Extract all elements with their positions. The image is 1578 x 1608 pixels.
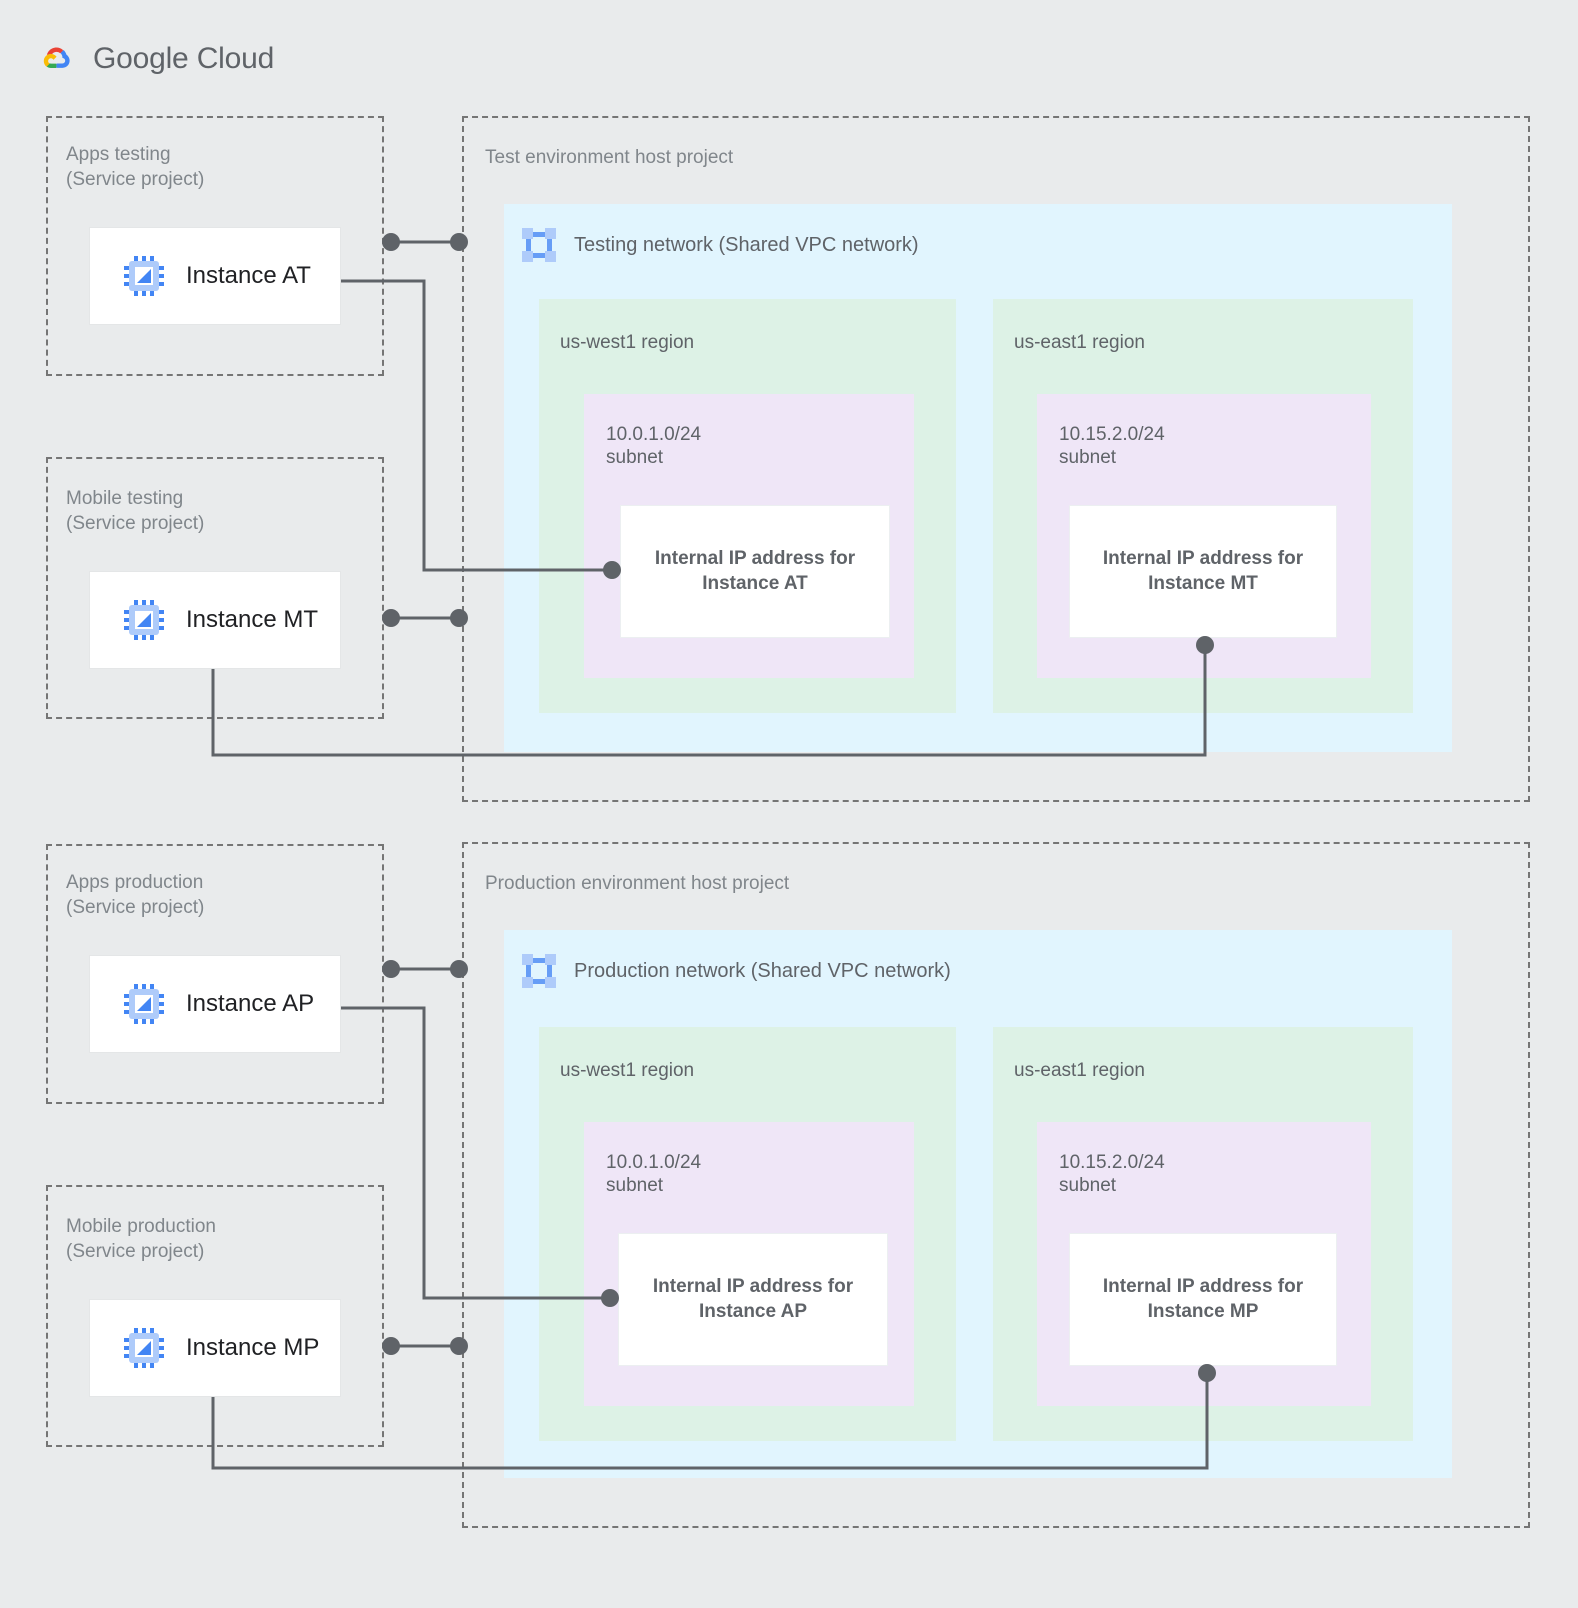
- vpc-network-icon: [522, 228, 556, 262]
- google-cloud-logo-icon: [33, 36, 79, 82]
- vpc-network-testing-title: Testing network (Shared VPC network): [574, 233, 919, 256]
- peering-dot-left-apps-testing: [382, 233, 400, 251]
- peering-dot-left-mobile-testing: [382, 609, 400, 627]
- vm-instance-icon: [124, 1328, 164, 1368]
- instance-card-at[interactable]: Instance AT: [89, 227, 341, 325]
- logo-word-google: Google: [93, 42, 189, 75]
- peering-dot-left-mobile-production: [382, 1337, 400, 1355]
- instance-card-mt[interactable]: Instance MT: [89, 571, 341, 669]
- subnet-prod-us-west1-label: 10.0.1.0/24 subnet: [606, 1152, 702, 1196]
- region-test-us-west1-label: us-west1 region: [560, 332, 695, 353]
- subnet-test-us-west1-label: 10.0.1.0/24 subnet: [606, 424, 702, 468]
- vm-instance-icon: [124, 256, 164, 296]
- ip-box-instance-ap: Internal IP address for Instance AP: [618, 1233, 888, 1366]
- host-project-test-label: Test environment host project: [485, 147, 734, 168]
- instance-ap-label: Instance AP: [186, 990, 315, 1017]
- ip-box-instance-mt-text: Internal IP address for Instance MT: [1102, 547, 1304, 594]
- vpc-network-testing-header: Testing network (Shared VPC network): [522, 228, 919, 262]
- ip-box-instance-mt: Internal IP address for Instance MT: [1069, 505, 1337, 638]
- service-project-apps-testing-label: Apps testing (Service project): [66, 144, 205, 191]
- vpc-network-icon: [522, 954, 556, 988]
- subnet-prod-us-east1-label: 10.15.2.0/24 subnet: [1059, 1152, 1165, 1196]
- ip-box-instance-mp: Internal IP address for Instance MP: [1069, 1233, 1337, 1366]
- service-project-mobile-testing-label: Mobile testing (Service project): [66, 488, 205, 535]
- vpc-network-production-title: Production network (Shared VPC network): [574, 959, 951, 982]
- instance-card-ap[interactable]: Instance AP: [89, 955, 341, 1053]
- instance-card-mp[interactable]: Instance MP: [89, 1299, 341, 1397]
- ip-box-instance-ap-text: Internal IP address for Instance AP: [652, 1275, 854, 1322]
- region-test-us-east1-label: us-east1 region: [1014, 332, 1145, 353]
- instance-mt-label: Instance MT: [186, 606, 319, 633]
- instance-at-label: Instance AT: [186, 262, 311, 289]
- vm-instance-icon: [124, 600, 164, 640]
- vm-instance-icon: [124, 984, 164, 1024]
- ip-box-instance-at-text: Internal IP address for Instance AT: [654, 547, 856, 594]
- region-prod-us-west1-label: us-west1 region: [560, 1060, 695, 1081]
- service-project-apps-production-label: Apps production (Service project): [66, 872, 205, 919]
- ip-box-instance-mp-text: Internal IP address for Instance MP: [1102, 1275, 1304, 1322]
- logo-wordmark: Google Cloud: [93, 42, 274, 76]
- subnet-test-us-east1-label: 10.15.2.0/24 subnet: [1059, 424, 1165, 468]
- service-project-mobile-production-label: Mobile production (Service project): [66, 1216, 216, 1263]
- region-prod-us-east1-label: us-east1 region: [1014, 1060, 1145, 1081]
- logo-word-cloud: Cloud: [196, 42, 275, 75]
- instance-mp-label: Instance MP: [186, 1334, 320, 1361]
- vpc-network-production-header: Production network (Shared VPC network): [522, 954, 951, 988]
- peering-dot-left-apps-production: [382, 960, 400, 978]
- google-cloud-logo: Google Cloud: [33, 36, 274, 82]
- host-project-production-label: Production environment host project: [485, 873, 790, 894]
- ip-box-instance-at: Internal IP address for Instance AT: [620, 505, 890, 638]
